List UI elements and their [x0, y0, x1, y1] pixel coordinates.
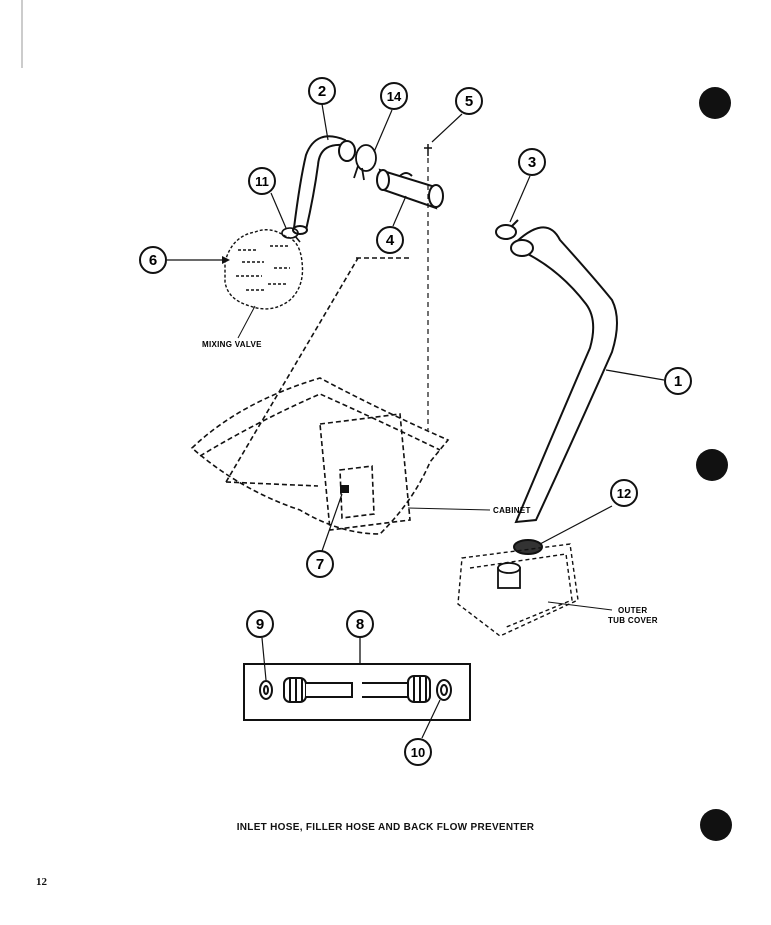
svg-text:8: 8: [356, 616, 364, 633]
diagram-caption: INLET HOSE, FILLER HOSE AND BACK FLOW PR…: [236, 822, 535, 833]
clamp-12: [513, 539, 543, 555]
cabinet-fitting: [340, 485, 349, 493]
callout-4: 4: [376, 226, 404, 254]
callout-2: 2: [308, 77, 336, 105]
label-tub-cover: TUB COVER: [608, 616, 658, 625]
leader-outer-tub-cover: [547, 601, 613, 611]
outer-tub-cover: [457, 543, 579, 637]
svg-text:12: 12: [617, 486, 631, 501]
tub-inlet: [497, 562, 521, 589]
svg-text:2: 2: [318, 83, 326, 100]
callout-3: 3: [518, 148, 546, 176]
page-number: 12: [36, 876, 47, 888]
callout-8: 8: [346, 610, 374, 638]
clamp-11: [281, 227, 301, 243]
callout-7: 7: [306, 550, 334, 578]
leader-12: [539, 505, 613, 545]
leader-3: [509, 175, 531, 223]
short-filler-hose: [292, 135, 356, 235]
svg-text:10: 10: [411, 745, 425, 760]
callout-14: 14: [380, 82, 408, 110]
svg-text:5: 5: [465, 93, 473, 110]
callout-5: 5: [455, 87, 483, 115]
svg-text:9: 9: [256, 616, 264, 633]
leader-10: [421, 699, 441, 739]
svg-text:3: 3: [528, 154, 536, 171]
callout-11: 11: [248, 167, 276, 195]
arrow-6: [222, 256, 230, 264]
inlet-hose-kit-box: [243, 663, 471, 721]
leader-7: [321, 493, 343, 552]
callout-12: 12: [610, 479, 638, 507]
leader-5: [431, 113, 463, 143]
leader-9: [261, 637, 267, 681]
callout-10: 10: [404, 738, 432, 766]
leader-cabinet: [407, 507, 491, 511]
svg-text:6: 6: [149, 252, 157, 269]
binder-hole-middle: [696, 449, 728, 481]
svg-text:4: 4: [386, 232, 395, 249]
svg-text:7: 7: [316, 556, 324, 573]
cabinet-outline: [190, 257, 450, 535]
leader-11: [270, 192, 287, 229]
label-cabinet: CABINET: [493, 506, 531, 515]
screw-5: [424, 144, 432, 156]
callout-9: 9: [246, 610, 274, 638]
binder-hole-bottom: [700, 809, 732, 841]
callout-6: 6: [139, 246, 167, 274]
label-outer: OUTER: [618, 606, 648, 615]
leader-2: [321, 103, 329, 141]
long-filler-hose: [510, 226, 618, 524]
inlet-hose: [283, 675, 431, 703]
svg-text:1: 1: [674, 373, 682, 390]
back-flow-tee: [376, 168, 444, 210]
callout-1: 1: [664, 367, 692, 395]
washer-9: [259, 680, 273, 700]
label-mixing-valve: MIXING VALVE: [202, 340, 262, 349]
mixing-valve: [224, 229, 304, 310]
leader-14: [373, 109, 393, 153]
leader-4: [392, 195, 407, 227]
clamp-3: [495, 219, 519, 240]
clamp-14: [353, 144, 377, 181]
mixing-valve-pointer: [237, 305, 256, 339]
leader-1: [605, 369, 665, 381]
back-flow-preventer-10: [436, 679, 452, 701]
binder-hole-top: [699, 87, 731, 119]
svg-text:11: 11: [255, 174, 269, 189]
svg-text:14: 14: [387, 89, 402, 104]
